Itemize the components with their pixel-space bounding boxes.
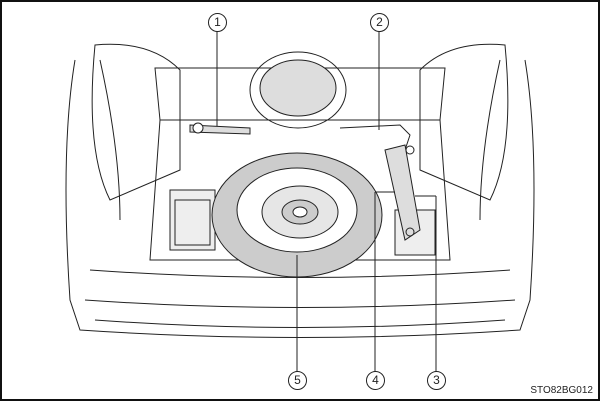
callout-1: 1 [208, 13, 227, 32]
callout-2: 2 [370, 13, 389, 32]
figure-code: STO82BG012 [530, 385, 593, 396]
callout-5: 5 [288, 371, 307, 390]
callout-3: 3 [427, 371, 446, 390]
callout-4: 4 [366, 371, 385, 390]
